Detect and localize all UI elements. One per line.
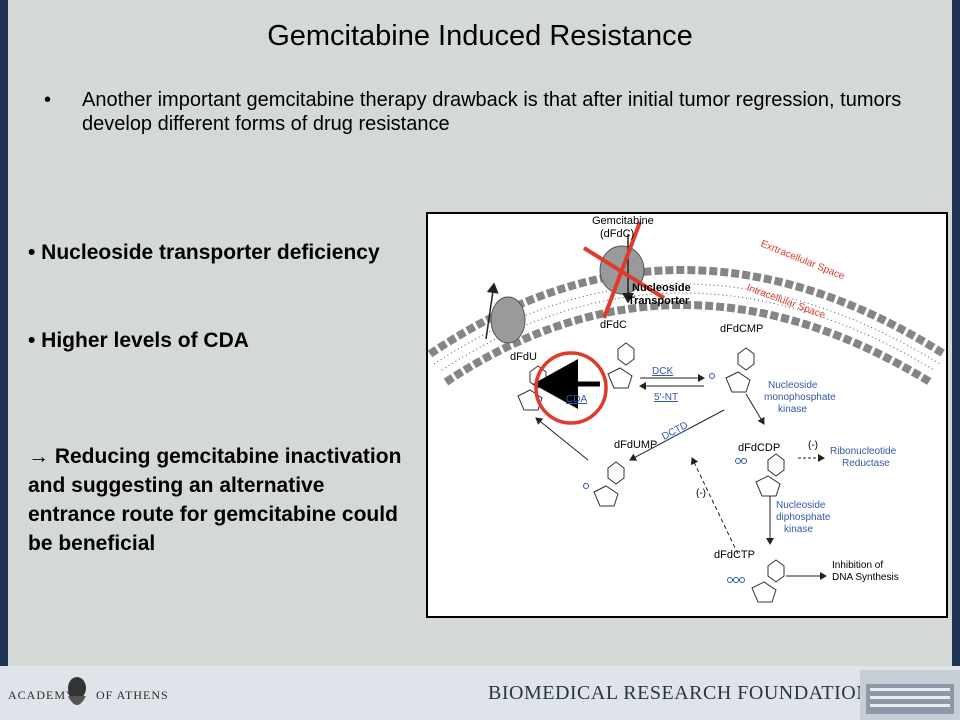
building-icon — [860, 670, 960, 720]
footer-bar: ACADEMY OF ATHENS BIOMEDICAL RESEARCH FO… — [0, 666, 960, 720]
pathway-diagram: Gemcitabine (dFdC) Nucleoside Transporte… — [428, 215, 946, 603]
cda-red-circle — [534, 351, 608, 425]
slide-title: Gemcitabine Induced Resistance — [267, 20, 693, 52]
left-transporter-shape — [490, 296, 526, 344]
red-x-stroke-1 — [582, 246, 666, 300]
label-extracellular: Exrtracellular Space — [759, 239, 846, 283]
slide: Gemcitabine Induced Resistance • Another… — [8, 0, 952, 666]
gemcitabine-pathway-figure: Gemcitabine (dFdC) Nucleoside Transporte… — [426, 212, 948, 618]
academy-label-left: ACADEMY — [8, 688, 76, 702]
label-transporter-2: Transporter — [628, 295, 690, 307]
intro-text: Another important gemcitabine therapy dr… — [82, 89, 902, 135]
point-conclusion: → Reducing gemcitabine inactivation and … — [28, 445, 402, 555]
foundation-name: BIOMEDICAL RESEARCH FOUNDATION — [488, 682, 872, 704]
label-dctd: DCTD — [660, 420, 690, 443]
label-dfdctp: dFdCTP — [714, 549, 755, 561]
label-inhib-1: Inhibition of — [832, 560, 883, 571]
label-dfdcmp: dFdCMP — [720, 323, 763, 335]
red-x-stroke-2 — [602, 221, 642, 319]
label-dfdc: dFdC — [600, 319, 627, 331]
label-5nt: 5'-NT — [654, 392, 678, 403]
label-ndpk-3: kinase — [784, 524, 813, 535]
label-dfdc-abbr: (dFdC) — [600, 228, 634, 240]
phosphate-groups — [583, 373, 747, 583]
label-neg-1: (-) — [808, 440, 818, 451]
label-transporter-1: Nucleoside — [632, 282, 691, 294]
label-dfdu: dFdU — [510, 351, 537, 363]
label-inhib-2: DNA Synthesis — [832, 572, 899, 583]
label-rr-1: Ribonucleotide — [830, 446, 897, 457]
label-ndpk-2: diphosphate — [776, 512, 831, 523]
label-dck: DCK — [652, 366, 673, 377]
label-dfdcdp: dFdCDP — [738, 442, 780, 454]
point-cda: • Higher levels of CDA — [28, 329, 249, 352]
label-neg-2: (-) — [696, 488, 706, 499]
label-nmpk-2: monophosphate — [764, 392, 836, 403]
label-gemcitabine: Gemcitabine — [592, 215, 654, 227]
academy-logo-icon — [68, 677, 86, 705]
academy-label-right: OF ATHENS — [96, 688, 169, 702]
label-nmpk-3: kinase — [778, 404, 807, 415]
bullet-dot: • — [44, 89, 52, 111]
label-dfdump: dFdUMP — [614, 439, 657, 451]
point-transporter: • Nucleoside transporter deficiency — [28, 241, 380, 264]
label-rr-2: Reductase — [842, 458, 890, 469]
label-ndpk-1: Nucleoside — [776, 500, 826, 511]
label-cda: CDA — [566, 394, 587, 405]
label-nmpk-1: Nucleoside — [768, 380, 818, 391]
